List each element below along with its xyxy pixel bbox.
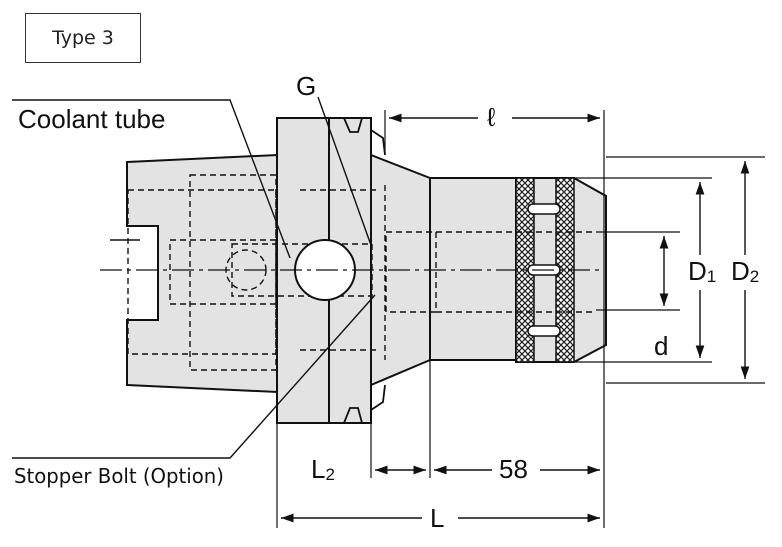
knurl-band xyxy=(515,177,575,363)
l2-label: L2 xyxy=(311,454,335,484)
stopper-bolt-label: Stopper Bolt (Option) xyxy=(14,464,224,488)
coolant-tube-label: Coolant tube xyxy=(18,104,165,134)
dimension-arrows xyxy=(110,113,750,523)
leader-lines xyxy=(12,96,376,459)
d-label: d xyxy=(654,331,668,361)
main-body xyxy=(429,177,517,361)
g-label: G xyxy=(296,71,316,101)
l-label: L xyxy=(430,503,444,533)
ell-label: ℓ xyxy=(487,102,496,132)
type-label-box: Type 3 xyxy=(25,13,141,63)
type-label: Type 3 xyxy=(52,27,114,49)
extension-lines xyxy=(276,110,765,528)
d2-label: D2 xyxy=(731,256,759,286)
d1-label: D1 xyxy=(688,256,716,286)
dim-58-label: 58 xyxy=(499,454,528,484)
